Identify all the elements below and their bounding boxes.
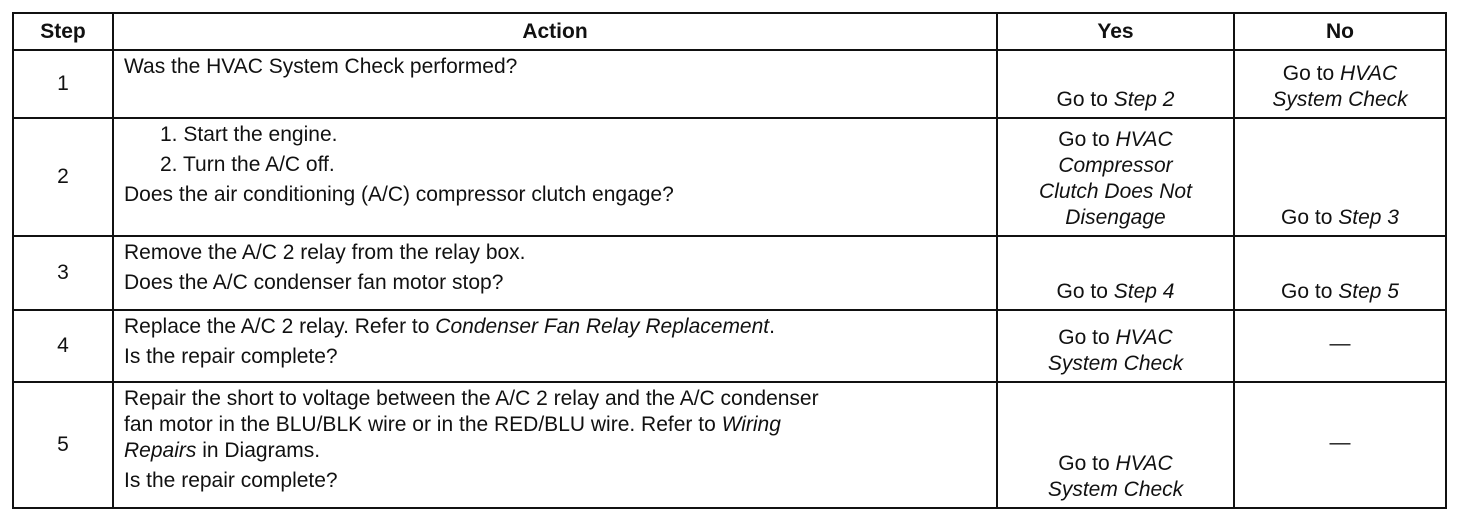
action-cell: Was the HVAC System Check performed? xyxy=(112,49,998,119)
diagnostic-table: Step Action Yes No 1 Was the HVAC System… xyxy=(12,12,1447,509)
no-result: Go to Step 5 xyxy=(1239,279,1441,305)
yes-target-line1: HVAC xyxy=(1115,128,1173,151)
no-prefix: Go to xyxy=(1281,280,1339,303)
yes-prefix: Go to xyxy=(1056,280,1114,303)
no-cell: — xyxy=(1233,309,1447,383)
yes-cell: Go to Step 4 xyxy=(996,235,1235,311)
yes-cell: Go to Step 2 xyxy=(996,49,1235,119)
yes-target-line3: Clutch Does Not xyxy=(1039,180,1192,203)
step-number: 2 xyxy=(12,117,114,237)
no-target-line1: HVAC xyxy=(1340,62,1398,85)
no-dash: — xyxy=(1329,431,1351,454)
action-question: Was the HVAC System Check performed? xyxy=(124,55,518,78)
action-instruction-line1: Repair the short to voltage between the … xyxy=(124,387,819,410)
no-cell: — xyxy=(1233,381,1447,509)
action-cell: Remove the A/C 2 relay from the relay bo… xyxy=(112,235,998,311)
action-cell: 1. Start the engine. 2. Turn the A/C off… xyxy=(112,117,998,237)
header-row: Step Action Yes No xyxy=(12,12,1447,51)
yes-result-line1: Go to HVAC xyxy=(1002,127,1229,153)
yes-result: Go to Step 2 xyxy=(1002,87,1229,113)
action-cell: Repair the short to voltage between the … xyxy=(112,381,998,509)
yes-prefix: Go to xyxy=(1056,88,1114,111)
no-prefix: Go to xyxy=(1282,62,1340,85)
no-cell: Go to HVAC System Check xyxy=(1233,49,1447,119)
no-target: Step 3 xyxy=(1338,206,1399,229)
action-reference: Condenser Fan Relay Replacement xyxy=(435,315,770,338)
step-number: 1 xyxy=(12,49,114,119)
action-instruction-end: in Diagrams. xyxy=(196,439,321,462)
yes-target-line2: System Check xyxy=(1047,478,1184,501)
yes-target: Step 2 xyxy=(1113,88,1175,111)
no-dash: — xyxy=(1329,332,1351,355)
yes-cell: Go to HVAC System Check xyxy=(996,309,1235,383)
yes-cell: Go to HVAC Compressor Clutch Does Not Di… xyxy=(996,117,1235,237)
step-number: 4 xyxy=(12,309,114,383)
action-instruction-line2: fan motor in the BLU/BLK wire or in the … xyxy=(124,412,988,438)
no-result: Go to Step 3 xyxy=(1239,205,1441,231)
diagnostic-table-container: Step Action Yes No 1 Was the HVAC System… xyxy=(12,12,1447,509)
yes-result: Go to Step 4 xyxy=(1002,279,1229,305)
yes-target-line2: Compressor xyxy=(1058,154,1173,177)
action-instruction: Remove the A/C 2 relay from the relay bo… xyxy=(124,241,526,264)
yes-target: Step 4 xyxy=(1113,280,1175,303)
yes-result-line1: Go to HVAC xyxy=(1002,451,1229,477)
no-cell: Go to Step 5 xyxy=(1233,235,1447,311)
action-instruction-text: Replace the A/C 2 relay. Refer to xyxy=(124,315,436,338)
no-target: Step 5 xyxy=(1338,280,1399,303)
yes-target-line4: Disengage xyxy=(1065,206,1166,229)
action-instruction-end: . xyxy=(769,315,775,338)
yes-prefix: Go to xyxy=(1058,452,1116,475)
table-row: 5 Repair the short to voltage between th… xyxy=(12,381,1447,509)
table-row: 3 Remove the A/C 2 relay from the relay … xyxy=(12,235,1447,311)
action-reference-part1: Wiring xyxy=(721,413,781,436)
yes-target-line2: System Check xyxy=(1047,352,1184,375)
action-question: Is the repair complete? xyxy=(124,469,338,492)
action-question: Does the A/C condenser fan motor stop? xyxy=(124,271,504,294)
no-prefix: Go to xyxy=(1281,206,1339,229)
step-number: 3 xyxy=(12,235,114,311)
table-row: 4 Replace the A/C 2 relay. Refer to Cond… xyxy=(12,309,1447,383)
action-question: Is the repair complete? xyxy=(124,345,338,368)
header-step: Step xyxy=(12,12,114,51)
yes-result-line1: Go to HVAC xyxy=(1002,325,1229,351)
table-row: 2 1. Start the engine. 2. Turn the A/C o… xyxy=(12,117,1447,237)
step-number: 5 xyxy=(12,381,114,509)
action-reference-part2: Repairs xyxy=(124,439,197,462)
table-row: 1 Was the HVAC System Check performed? G… xyxy=(12,49,1447,119)
header-no: No xyxy=(1233,12,1447,51)
action-substep-2: 2. Turn the A/C off. xyxy=(160,153,335,176)
header-yes: Yes xyxy=(996,12,1235,51)
header-action: Action xyxy=(112,12,998,51)
yes-target-line1: HVAC xyxy=(1115,452,1173,475)
yes-cell: Go to HVAC System Check xyxy=(996,381,1235,509)
yes-target-line1: HVAC xyxy=(1115,326,1173,349)
no-result-line1: Go to HVAC xyxy=(1239,61,1441,87)
action-instruction: Replace the A/C 2 relay. Refer to Conden… xyxy=(124,314,988,340)
action-instruction-line3: Repairs in Diagrams. xyxy=(124,438,988,464)
action-instruction-line2-text: fan motor in the BLU/BLK wire or in the … xyxy=(124,413,722,436)
yes-prefix: Go to xyxy=(1058,128,1116,151)
no-cell: Go to Step 3 xyxy=(1233,117,1447,237)
yes-prefix: Go to xyxy=(1058,326,1116,349)
action-question: Does the air conditioning (A/C) compress… xyxy=(124,183,674,206)
action-substep-1: 1. Start the engine. xyxy=(160,123,338,146)
action-cell: Replace the A/C 2 relay. Refer to Conden… xyxy=(112,309,998,383)
no-target-line2: System Check xyxy=(1272,88,1408,111)
